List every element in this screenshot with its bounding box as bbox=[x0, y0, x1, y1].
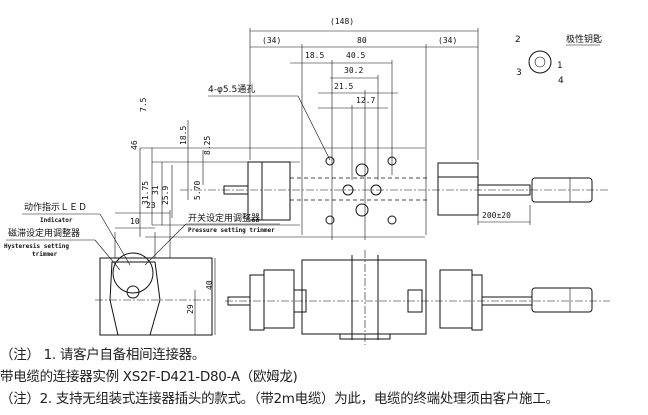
top-view: (148) (34) 80 (34) 18.5 40.5 30.2 21.5 1… bbox=[130, 17, 610, 240]
hole-note: 4-φ5.5通孔 bbox=[208, 84, 255, 95]
side-view bbox=[225, 250, 610, 345]
pin-1: 1 bbox=[557, 61, 563, 71]
hysteresis-label-en: Hysteresis setting bbox=[4, 243, 69, 250]
dim-cable: 200±20 bbox=[482, 211, 511, 220]
dim-v-31: 31 bbox=[151, 185, 160, 195]
dimension-drawing: (148) (34) 80 (34) 18.5 40.5 30.2 21.5 1… bbox=[4, 17, 610, 345]
pin-4: 4 bbox=[558, 76, 564, 86]
note-2: （注）2. 支持无组装式连接器插头的款式。（带2m电缆）为此，电缆的终端处理须由… bbox=[0, 391, 559, 407]
pressure-label-en: Pressure setting trimmer bbox=[188, 227, 275, 234]
notes: （注） 1. 请客户自备相间连接器。 带电缆的连接器实例 XS2F-D421-D… bbox=[0, 344, 559, 410]
dim-v-7-5: 7.5 bbox=[139, 97, 148, 112]
polarity-key-label: 极性钥匙 bbox=[566, 33, 602, 45]
dim-40-5: 40.5 bbox=[346, 51, 365, 60]
dim-23: 23 bbox=[146, 201, 156, 210]
pin-3: 3 bbox=[516, 68, 522, 78]
dim-v-46: 46 bbox=[130, 140, 139, 150]
pin-2: 2 bbox=[515, 35, 521, 45]
dim-40: 40 bbox=[205, 280, 214, 290]
hysteresis-label: 磁滞设定用调整器 bbox=[8, 227, 80, 239]
end-view: 23 10 40 29 动作指示ＬＥＤ Indicator 磁滞设定用调整器 H… bbox=[4, 201, 280, 336]
pressure-label: 开关设定用调整器 bbox=[188, 212, 260, 224]
dim-10: 10 bbox=[130, 217, 140, 226]
dim-12-7: 12.7 bbox=[356, 96, 375, 105]
dim-v-8-25: 8.25 bbox=[203, 136, 212, 155]
led-label-en: Indicator bbox=[40, 217, 73, 224]
hysteresis-label-en-2: trimmer bbox=[32, 251, 58, 258]
dim-overall: (148) bbox=[330, 17, 354, 26]
dim-v-18-5: 18.5 bbox=[179, 126, 188, 145]
dim-v-31-75: 31.75 bbox=[141, 181, 150, 205]
dim-right-ext: (34) bbox=[438, 36, 457, 45]
note-1: （注） 1. 请客户自备相间连接器。 bbox=[0, 347, 206, 363]
note-1-example: 带电缆的连接器实例 XS2F-D421-D80-A（欧姆龙) bbox=[0, 369, 298, 385]
dim-21-5: 21.5 bbox=[334, 82, 353, 91]
dim-left-ext: (34) bbox=[262, 36, 281, 45]
dim-v-25-9: 25.9 bbox=[161, 186, 170, 205]
dim-body: 80 bbox=[357, 36, 367, 45]
dim-29: 29 bbox=[186, 304, 195, 314]
led-label: 动作指示ＬＥＤ bbox=[24, 201, 87, 213]
dim-30-2: 30.2 bbox=[344, 66, 363, 75]
dim-18-5: 18.5 bbox=[305, 51, 324, 60]
pin-diagram: 2 极性钥匙 1 3 4 bbox=[515, 33, 602, 86]
